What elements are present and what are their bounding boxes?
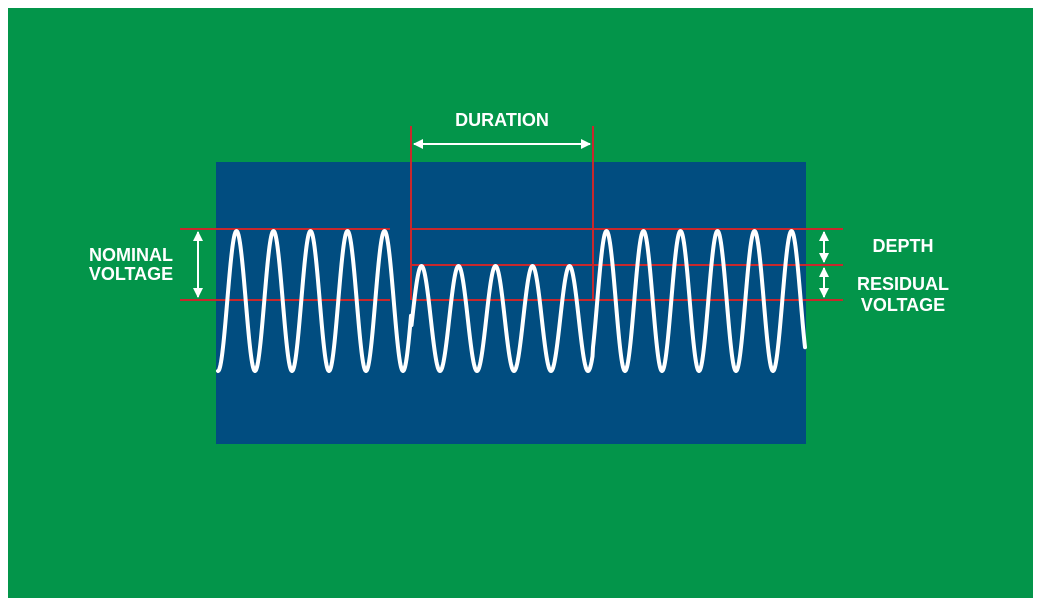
nominal-voltage-label-line2: VOLTAGE xyxy=(89,264,173,284)
dimension-arrows xyxy=(193,139,829,298)
residual-voltage-label-line2: VOLTAGE xyxy=(861,295,945,315)
nominal-voltage-label-line1: NOMINAL xyxy=(89,245,173,265)
waveform-panel xyxy=(216,162,806,444)
voltage-waveform xyxy=(216,229,807,373)
reference-lines xyxy=(180,126,843,301)
depth-label: DEPTH xyxy=(872,236,933,256)
residual-voltage-label-line1: RESIDUAL xyxy=(857,274,949,294)
duration-label: DURATION xyxy=(455,110,549,130)
